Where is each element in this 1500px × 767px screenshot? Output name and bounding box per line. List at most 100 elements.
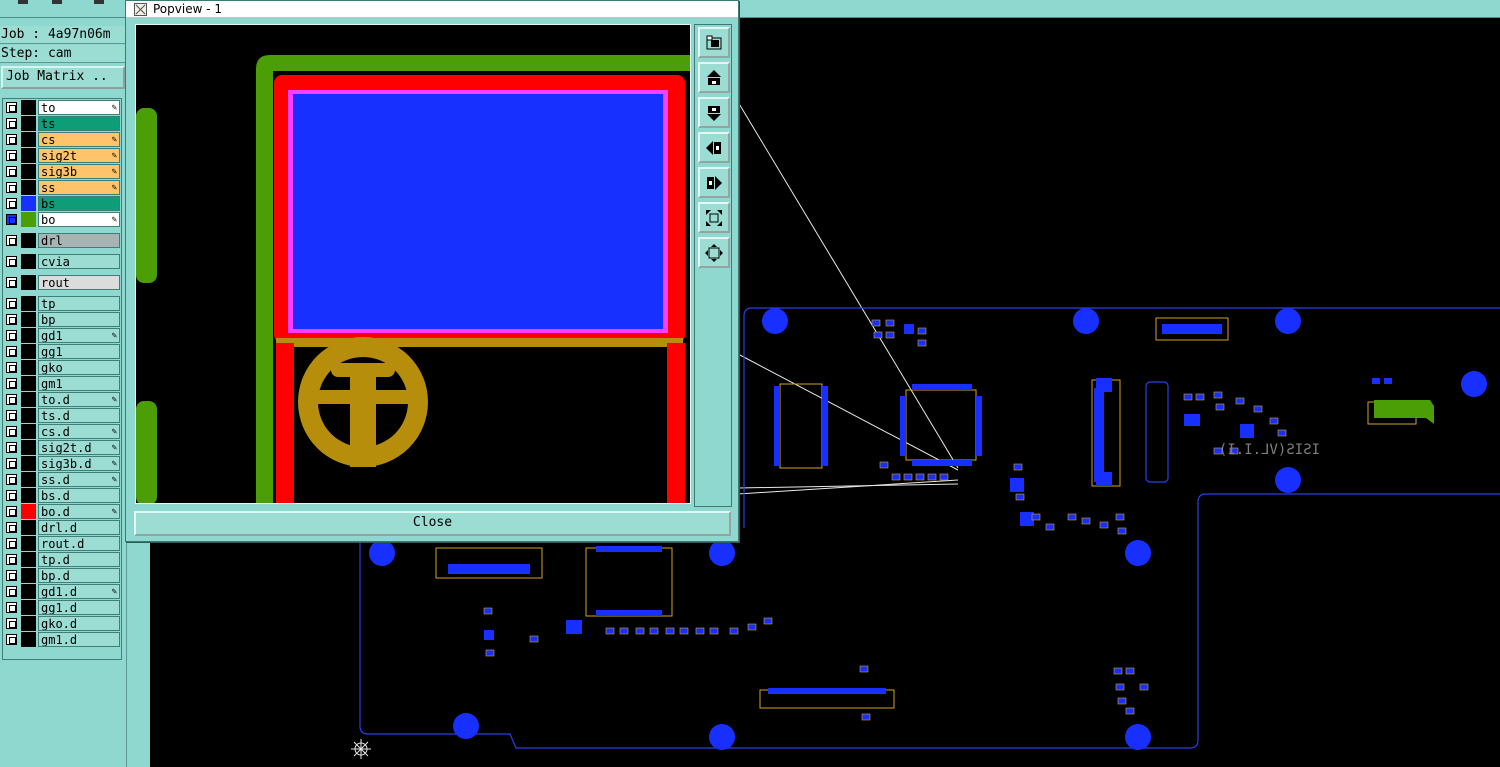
layer-checkbox[interactable] <box>6 410 17 421</box>
layer-color-swatch[interactable] <box>21 376 36 391</box>
layer-name[interactable]: cs✎ <box>38 132 120 147</box>
layer-row[interactable]: gm1.d <box>3 632 121 647</box>
layer-checkbox[interactable] <box>6 522 17 533</box>
toolbar-handle-icon[interactable] <box>52 0 62 4</box>
layer-checkbox[interactable] <box>6 346 17 357</box>
layer-name[interactable]: tp <box>38 296 120 311</box>
layer-row[interactable]: bo.d✎ <box>3 504 121 519</box>
layer-row[interactable]: tp.d <box>3 552 121 567</box>
layer-row[interactable]: bo✎ <box>3 212 121 227</box>
layer-color-swatch[interactable] <box>21 312 36 327</box>
layer-row[interactable]: gg1.d <box>3 600 121 615</box>
layer-color-swatch[interactable] <box>21 424 36 439</box>
layer-name[interactable]: gd1✎ <box>38 328 120 343</box>
layer-row[interactable]: ss✎ <box>3 180 121 195</box>
layer-checkbox[interactable] <box>6 458 17 469</box>
job-matrix-button[interactable]: Job Matrix .. <box>1 66 125 89</box>
layer-row[interactable]: tp <box>3 296 121 311</box>
layer-row[interactable]: bp.d <box>3 568 121 583</box>
layer-row[interactable]: drl <box>3 233 121 248</box>
close-button[interactable]: Close <box>134 511 731 536</box>
layer-row[interactable]: ts <box>3 116 121 131</box>
layer-checkbox[interactable] <box>6 426 17 437</box>
layer-checkbox[interactable] <box>6 277 17 288</box>
layer-name[interactable]: sig2t✎ <box>38 148 120 163</box>
layer-checkbox[interactable] <box>6 554 17 565</box>
layer-checkbox[interactable] <box>6 442 17 453</box>
layer-name[interactable]: bs.d <box>38 488 120 503</box>
zoom-fit-button[interactable] <box>698 27 730 58</box>
pan-up-button[interactable] <box>698 62 730 93</box>
pan-right-button[interactable] <box>698 167 730 198</box>
layer-name[interactable]: bo✎ <box>38 212 120 227</box>
layer-row[interactable]: sig2t✎ <box>3 148 121 163</box>
toolbar-handle-icon[interactable] <box>94 0 104 4</box>
layer-checkbox[interactable] <box>6 150 17 161</box>
layer-name[interactable]: ts <box>38 116 120 131</box>
layer-name[interactable]: gd1.d✎ <box>38 584 120 599</box>
layer-color-swatch[interactable] <box>21 196 36 211</box>
layer-row[interactable]: drl.d <box>3 520 121 535</box>
popview-titlebar[interactable]: Popview - 1 <box>126 1 738 18</box>
layer-name[interactable]: gg1 <box>38 344 120 359</box>
layer-name[interactable]: drl.d <box>38 520 120 535</box>
zoom-out-button[interactable] <box>698 237 730 268</box>
layer-row[interactable]: bp <box>3 312 121 327</box>
layer-checkbox[interactable] <box>6 618 17 629</box>
layer-row[interactable]: gko.d <box>3 616 121 631</box>
layer-row[interactable]: to.d✎ <box>3 392 121 407</box>
layer-checkbox[interactable] <box>6 506 17 517</box>
layer-color-swatch[interactable] <box>21 488 36 503</box>
layer-checkbox[interactable] <box>6 198 17 209</box>
layer-checkbox[interactable] <box>6 102 17 113</box>
layer-color-swatch[interactable] <box>21 568 36 583</box>
layer-color-swatch[interactable] <box>21 233 36 248</box>
layer-color-swatch[interactable] <box>21 116 36 131</box>
layer-row[interactable]: cs.d✎ <box>3 424 121 439</box>
layer-row[interactable]: sig3b✎ <box>3 164 121 179</box>
layer-checkbox[interactable] <box>6 298 17 309</box>
layer-row[interactable]: gg1 <box>3 344 121 359</box>
layer-checkbox[interactable] <box>6 586 17 597</box>
layer-name[interactable]: to✎ <box>38 100 120 115</box>
layer-name[interactable]: drl <box>38 233 120 248</box>
layer-name[interactable]: bo.d✎ <box>38 504 120 519</box>
layer-color-swatch[interactable] <box>21 600 36 615</box>
zoom-in-button[interactable] <box>698 202 730 233</box>
layer-name[interactable]: rout.d <box>38 536 120 551</box>
layer-checkbox[interactable] <box>6 570 17 581</box>
layer-row[interactable]: gko <box>3 360 121 375</box>
layer-checkbox[interactable] <box>6 166 17 177</box>
layer-checkbox[interactable] <box>6 118 17 129</box>
layer-name[interactable]: ss.d✎ <box>38 472 120 487</box>
layer-color-swatch[interactable] <box>21 584 36 599</box>
layer-name[interactable]: tp.d <box>38 552 120 567</box>
layer-checkbox[interactable] <box>6 134 17 145</box>
layer-color-swatch[interactable] <box>21 456 36 471</box>
layer-checkbox[interactable] <box>6 634 17 645</box>
pan-down-button[interactable] <box>698 97 730 128</box>
layer-row[interactable]: rout <box>3 275 121 290</box>
toolbar-handle-icon[interactable] <box>18 0 28 4</box>
layer-row[interactable]: to✎ <box>3 100 121 115</box>
layer-color-swatch[interactable] <box>21 504 36 519</box>
layer-row[interactable]: gm1 <box>3 376 121 391</box>
layer-name[interactable]: gko.d <box>38 616 120 631</box>
layer-row[interactable]: rout.d <box>3 536 121 551</box>
layer-color-swatch[interactable] <box>21 275 36 290</box>
layer-color-swatch[interactable] <box>21 408 36 423</box>
layer-color-swatch[interactable] <box>21 164 36 179</box>
layer-name[interactable]: sig2t.d✎ <box>38 440 120 455</box>
layer-row[interactable]: bs.d <box>3 488 121 503</box>
layer-checkbox[interactable] <box>6 538 17 549</box>
layer-color-swatch[interactable] <box>21 212 36 227</box>
pan-left-button[interactable] <box>698 132 730 163</box>
layer-color-swatch[interactable] <box>21 472 36 487</box>
pcb-canvas[interactable]: ISIS(VL.I.I) <box>150 18 1500 767</box>
layer-name[interactable]: sig3b.d✎ <box>38 456 120 471</box>
layer-row[interactable]: ts.d <box>3 408 121 423</box>
layer-color-swatch[interactable] <box>21 360 36 375</box>
layer-color-swatch[interactable] <box>21 552 36 567</box>
layer-color-swatch[interactable] <box>21 344 36 359</box>
layer-color-swatch[interactable] <box>21 632 36 647</box>
